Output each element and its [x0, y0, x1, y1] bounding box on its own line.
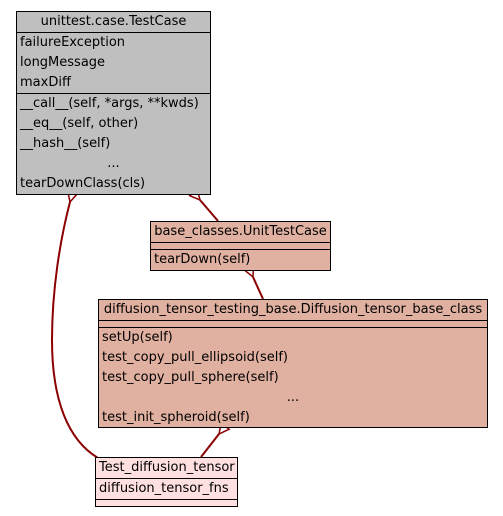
class-node-testcase[interactable]: unittest.case.TestCase failureException … — [16, 11, 211, 195]
methods-section: __call__(self, *args, **kwds) __eq__(sel… — [17, 94, 210, 194]
attributes-section: failureException longMessage maxDiff — [17, 33, 210, 94]
attribute: diffusion_tensor_fns — [99, 481, 229, 496]
methods-section: setUp(self) test_copy_pull_ellipsoid(sel… — [99, 328, 487, 428]
class-title: diffusion_tensor_testing_base.Diffusion_… — [99, 300, 487, 321]
methods-section: tearDown(self) — [151, 250, 330, 270]
method: tearDownClass(cls) — [20, 176, 146, 191]
attributes-section: diffusion_tensor_fns — [96, 479, 237, 500]
method: __eq__(self, other) — [20, 116, 139, 131]
method: __hash__(self) — [20, 136, 111, 151]
attributes-section — [151, 243, 330, 250]
methods-section — [96, 500, 237, 506]
attributes-section — [99, 321, 487, 328]
class-title: unittest.case.TestCase — [17, 12, 210, 33]
method: setUp(self) — [102, 330, 173, 345]
edge-focus-to-base-class — [200, 434, 219, 458]
class-node-base-class[interactable]: diffusion_tensor_testing_base.Diffusion_… — [98, 299, 488, 428]
method: __call__(self, *args, **kwds) — [20, 96, 199, 111]
method: test_init_spheroid(self) — [102, 410, 250, 425]
edge-focus-to-testcase — [50, 202, 99, 459]
class-node-unittestcase[interactable]: base_classes.UnitTestCase tearDown(self) — [150, 221, 331, 271]
attribute: failureException — [20, 35, 126, 50]
ellipsis: ... — [107, 156, 120, 171]
class-title: base_classes.UnitTestCase — [151, 222, 330, 243]
method: test_copy_pull_sphere(self) — [102, 370, 279, 385]
ellipsis: ... — [286, 390, 300, 405]
method: test_copy_pull_ellipsoid(self) — [102, 350, 289, 365]
attribute: longMessage — [20, 55, 106, 70]
attribute: maxDiff — [20, 75, 71, 90]
edge-base-class-to-unittestcase — [253, 277, 264, 300]
class-title: Test_diffusion_tensor — [96, 458, 237, 479]
method: tearDown(self) — [154, 252, 251, 267]
class-node-focus[interactable]: Test_diffusion_tensor diffusion_tensor_f… — [95, 457, 238, 507]
edge-unittestcase-to-testcase — [200, 200, 219, 222]
